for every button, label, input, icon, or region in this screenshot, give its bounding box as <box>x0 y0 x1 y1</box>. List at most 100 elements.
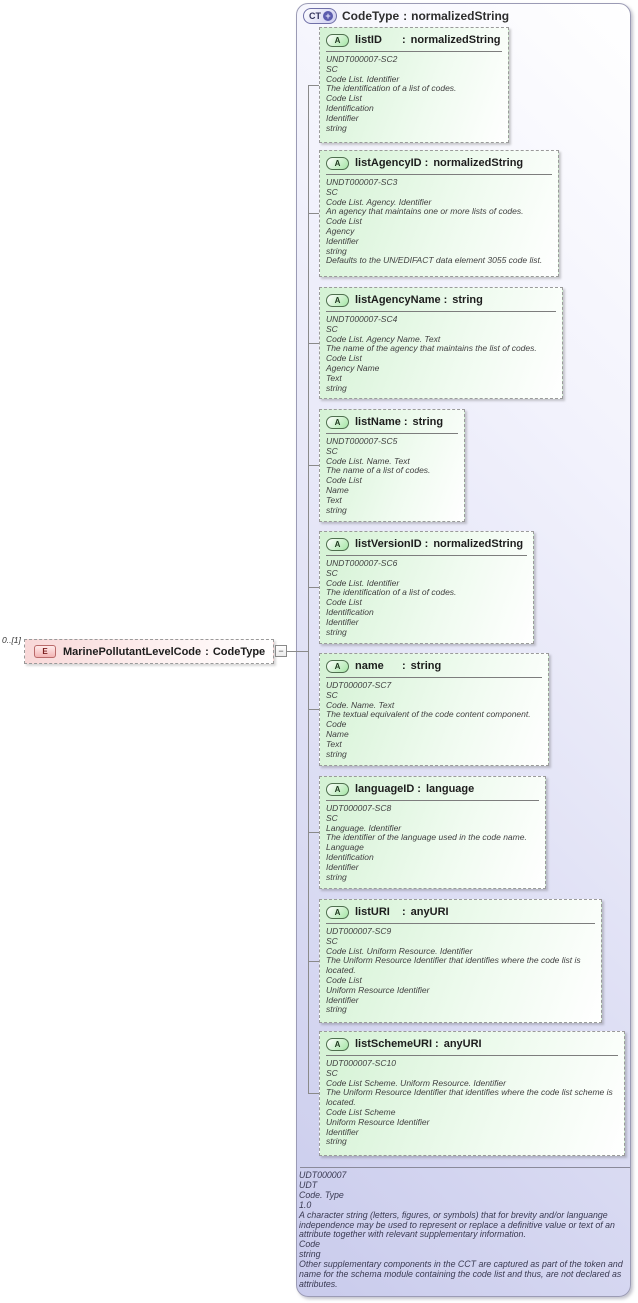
text-line: string <box>326 382 347 393</box>
connector-line <box>308 465 320 466</box>
text-line: SC <box>326 689 338 700</box>
text-line: The textual equivalent of the code conte… <box>326 709 531 720</box>
text-line: UNDT000007-SC3 <box>326 177 398 187</box>
text-line: 1.0 <box>299 1199 312 1210</box>
text-line: Code List. Agency. Identifier <box>326 196 432 207</box>
text-line: Uniform Resource Identifier <box>326 984 430 995</box>
attribute-type: anyURI <box>410 906 449 918</box>
text-line: SC <box>326 445 338 456</box>
connector-line <box>308 709 320 710</box>
attribute-icon: A <box>326 33 349 47</box>
connector-line <box>308 587 320 588</box>
text-line: The Uniform Resource Identifier that ide… <box>326 955 581 976</box>
connector-line <box>308 343 320 344</box>
text-line: Agency Name <box>326 362 380 373</box>
element-marinepollutantlevelcode[interactable]: E MarinePollutantLevelCode:CodeType <box>24 639 274 664</box>
text-line: UDT000007-SC10 <box>326 1058 396 1068</box>
separator-line <box>326 174 552 175</box>
separator-line <box>326 677 542 678</box>
attribute-title: A listVersionID:normalizedString <box>326 536 527 552</box>
text-line: Identifier <box>326 861 359 872</box>
expand-plus-icon[interactable]: + <box>323 11 333 21</box>
text-line: UNDT000007-SC4 <box>326 314 398 324</box>
text-line: Code <box>299 1239 321 1250</box>
text-line: Uniform Resource Identifier <box>326 1116 430 1127</box>
attribute-type: string <box>452 294 483 306</box>
attribute-name: listAgencyID <box>355 157 422 169</box>
text-line: Code List. Agency Name. Text <box>326 333 441 344</box>
connector-line <box>308 961 320 962</box>
text-line: UDT000007-SC8 <box>326 803 392 813</box>
attribute-name: listURI <box>355 906 390 918</box>
colon-separator: : <box>443 294 448 306</box>
text-line: string <box>326 1136 347 1147</box>
attribute-title: A languageID:language <box>326 781 539 797</box>
text-line: Code List <box>326 353 362 364</box>
attribute-type: normalizedString <box>433 157 524 169</box>
attribute-icon: A <box>326 1037 349 1051</box>
element-title: MarinePollutantLevelCode:CodeType <box>63 646 265 658</box>
attribute-name: name <box>355 660 384 672</box>
attribute-listAgencyID[interactable]: A listAgencyID:normalizedString UNDT0000… <box>319 150 559 277</box>
text-line: Text <box>326 372 342 383</box>
text-line: Identification <box>326 102 374 113</box>
connector-rail <box>308 85 309 1094</box>
text-line: Text <box>326 738 342 749</box>
attribute-type: normalizedString <box>410 34 501 46</box>
attribute-listID[interactable]: A listID:normalizedString UNDT000007-SC2… <box>319 27 509 143</box>
collapse-minus-icon[interactable]: − <box>275 645 287 657</box>
separator-line <box>326 51 502 52</box>
attribute-icon: A <box>326 156 349 170</box>
text-line: Language. Identifier <box>326 822 402 833</box>
text-line: The name of the agency that maintains th… <box>326 343 537 354</box>
text-line: SC <box>326 186 338 197</box>
attribute-type: string <box>412 416 444 428</box>
complextype-badge[interactable]: CT + <box>303 8 337 24</box>
attribute-name: listAgencyName <box>355 294 441 306</box>
colon-separator: : <box>205 645 209 658</box>
footer-separator-line <box>300 1167 630 1168</box>
colon-separator: : <box>403 9 408 23</box>
colon-separator: : <box>435 1038 439 1050</box>
text-line: string <box>299 1249 321 1260</box>
separator-line <box>326 311 556 312</box>
complextype-base-type: normalizedString <box>411 9 510 23</box>
text-line: UDT000007-SC7 <box>326 680 392 690</box>
text-line: SC <box>326 1067 338 1078</box>
text-line: The identification of a list of codes. <box>326 587 457 598</box>
complextype-title: CodeType:normalizedString <box>342 9 509 23</box>
attribute-name: languageID <box>355 783 415 795</box>
attribute-name: listID <box>355 34 382 46</box>
attribute-title: A listSchemeURI:anyURI <box>326 1036 618 1052</box>
text-line: Code List <box>326 93 362 104</box>
text-line: Text <box>326 494 342 505</box>
text-line: Code List. Identifier <box>326 577 400 588</box>
text-line: string <box>326 245 347 256</box>
text-line: An agency that maintains one or more lis… <box>326 206 524 217</box>
text-line: Code List <box>326 475 362 486</box>
element-type: CodeType <box>212 645 266 658</box>
text-line: string <box>326 122 347 133</box>
attribute-type: anyURI <box>443 1038 482 1050</box>
text-line: Identifier <box>326 994 359 1005</box>
text-line: Agency <box>326 225 355 236</box>
text-line: Identifier <box>326 112 359 123</box>
text-line: SC <box>326 567 338 578</box>
attribute-listVersionID[interactable]: A listVersionID:normalizedString UNDT000… <box>319 531 534 644</box>
text-line: Code List <box>326 974 362 985</box>
text-line: Identifier <box>326 1126 359 1137</box>
